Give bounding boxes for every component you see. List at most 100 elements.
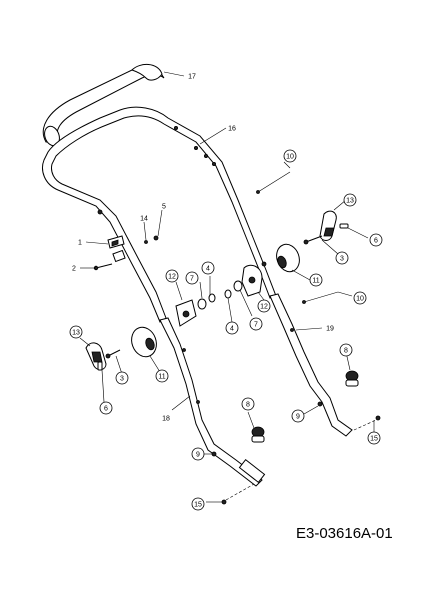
callout-9: 9 [191,447,205,461]
bolt-3-left-part [105,349,121,359]
screw-15-right-part [353,415,381,431]
nut-4-left-part [208,293,216,303]
bolt-9-right-part [317,401,323,407]
pin-6-left-part [97,361,103,371]
callout-3: 3 [335,251,349,265]
callout-circle [249,317,263,331]
callout-6: 6 [99,401,113,415]
callout-5: 5 [162,204,166,211]
callout-circle [241,397,255,411]
callout-number: 8 [344,348,348,355]
washer-7-left-part [197,298,207,310]
bolt-9-left-part [211,451,217,457]
callout-10: 10 [283,149,297,163]
callout-number: 15 [370,436,378,443]
callout-circle [165,269,179,283]
callout-circle [335,251,349,265]
callout-11: 11 [155,369,169,383]
callout-number: 10 [356,296,364,303]
diagram-code: E3-03616A-01 [296,525,393,542]
nut-14-part [144,240,148,244]
callout-circle [201,261,215,275]
callout-17: 17 [188,74,196,81]
callout-10: 10 [353,291,367,305]
callout-circle [155,369,169,383]
callout-circle [343,193,357,207]
callout-number: 5 [162,204,166,211]
nut-5-part [153,235,159,241]
cable-part-upper [256,171,291,194]
callout-circle [353,291,367,305]
callout-12: 12 [165,269,179,283]
callout-9: 9 [291,409,305,423]
cam-right-part [241,264,263,297]
washer-7-right-part [233,280,243,292]
callout-8: 8 [241,397,255,411]
callout-circle [291,409,305,423]
lower-handle-left-part [159,317,266,487]
callout-circle [257,299,271,313]
callout-circle [191,447,205,461]
callout-number: 1 [78,240,82,247]
knob-left-part [131,326,157,358]
callout-3: 3 [115,371,129,385]
callout-circle [69,325,83,339]
callout-circle [283,149,297,163]
callout-circle [191,497,205,511]
callout-circle [99,401,113,415]
callout-number: 12 [260,304,268,311]
callout-6: 6 [369,233,383,247]
callout-circle [309,273,323,287]
upper-handle-part [42,106,277,323]
callout-13: 13 [343,193,357,207]
callout-12: 12 [257,299,271,313]
knob-right-part [276,243,300,273]
callout-circle [115,371,129,385]
callout-7: 7 [249,317,263,331]
callout-number: 3 [120,376,124,383]
callout-number: 15 [194,502,202,509]
callout-4: 4 [225,321,239,335]
callout-16: 16 [228,126,236,133]
control-lever-left-part [85,342,107,371]
pin-6-right-part [339,223,349,229]
callout-number: 17 [188,74,196,81]
callout-number: 7 [254,322,258,329]
callout-number: 3 [340,256,344,263]
callout-number: 14 [140,216,148,223]
callout-circle [339,343,353,357]
callout-number: 12 [168,274,176,281]
callout-number: 11 [312,278,319,285]
knob-8-left-part [251,426,265,443]
callout-number: 16 [228,126,236,133]
callout-11: 11 [309,273,323,287]
callout-number: 4 [230,326,234,333]
bolt-3-right-part [303,235,323,245]
callout-circle [185,271,199,285]
callout-number: 11 [158,374,165,381]
callout-15: 15 [191,497,205,511]
callout-4: 4 [201,261,215,275]
callout-number: 6 [104,406,108,413]
foam-grip-part [42,64,165,147]
lower-handle-right-part [269,293,353,437]
callout-14: 14 [140,216,148,223]
callout-number: 9 [296,414,300,421]
callout-number: 10 [286,154,294,161]
cam-left-part [175,299,197,327]
knob-8-right-part [345,370,359,387]
callout-2: 2 [72,266,76,273]
callout-circle [367,431,381,445]
callout-number: 6 [374,238,378,245]
callout-1: 1 [78,240,82,247]
callout-circle [369,233,383,247]
callout-18: 18 [162,416,170,423]
control-lever-right-part [319,210,337,241]
callout-number: 4 [206,266,210,273]
screw-15-left-part [221,483,255,505]
callout-13: 13 [69,325,83,339]
bracket-1-part [107,235,125,249]
nut-4-right-part [224,289,232,299]
